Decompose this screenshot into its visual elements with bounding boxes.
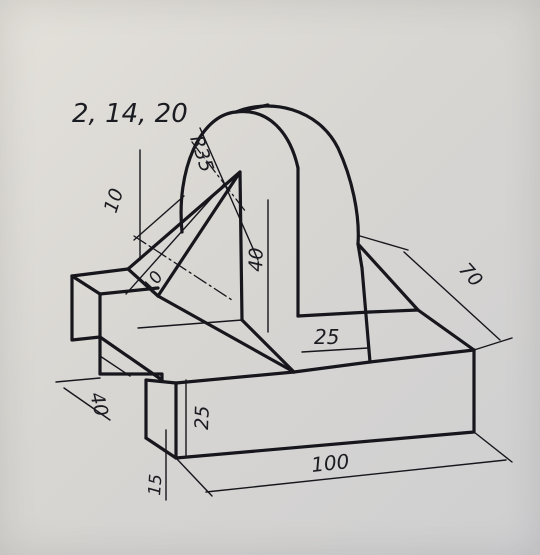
dim-70-line [403,251,501,341]
dim-length-70-label: 70 [454,259,487,292]
base-bottom-left-edge [144,436,178,460]
dim-rib-10-label: 10 [139,268,167,297]
rib-slope-line [125,183,225,295]
base-right-back-edge [416,308,476,352]
dim-length-100-label: 100 [310,449,350,477]
arch-slot-top-edge [296,310,372,318]
rib-inner-edge [240,318,296,374]
arch-slope-edge [356,242,420,312]
arch-top-edge [234,103,270,114]
problem-numbers: 2, 14, 20 [72,99,188,129]
center-lines [133,141,247,301]
dim-70-ext-bottom [473,337,513,351]
center-line-arch [191,141,247,213]
u-boss-channel-back [99,355,131,377]
radius-label: R35 [185,133,217,175]
dim-100-ext-right [473,431,513,463]
rib-bottom-edge [156,294,296,374]
u-boss-channel-edge [98,335,164,382]
dim-depth-40-line [63,387,111,421]
center-line-rib [133,235,233,301]
base-slot-floor-edge [292,360,372,374]
dim-depth-40-label: 40 [85,390,112,419]
base-right-top-edge [368,348,476,364]
dim-slot-25-label: 25 [314,325,339,349]
left-u-boss [70,267,164,382]
dim-depth-40-ext [55,377,101,383]
dimension-lines [55,127,513,501]
base-block [144,308,476,460]
dim-height-25-label: 25 [191,405,214,430]
arch-upright [179,103,420,364]
rib-base-line [137,319,243,329]
dim-base-15-label: 15 [145,473,166,496]
base-front-outline [174,348,476,460]
dim-10-ext [133,195,185,241]
triangular-rib [125,170,296,374]
dim-70-ext-top [359,235,409,251]
dim-100-ext-left [175,457,213,497]
base-left-end [144,378,178,440]
dim-top-10-label: 10 [100,186,128,216]
dim-height-40-label: 40 [245,247,268,272]
radius-leader [199,127,259,261]
arch-right-step [368,308,420,314]
dim-25-line [301,347,369,353]
arch-back-right-edge [356,242,372,364]
u-boss-top-edge [70,274,102,296]
base-front-top-edge [174,370,296,385]
dim-100-line [205,459,507,493]
rib-hypotenuse [156,170,242,298]
